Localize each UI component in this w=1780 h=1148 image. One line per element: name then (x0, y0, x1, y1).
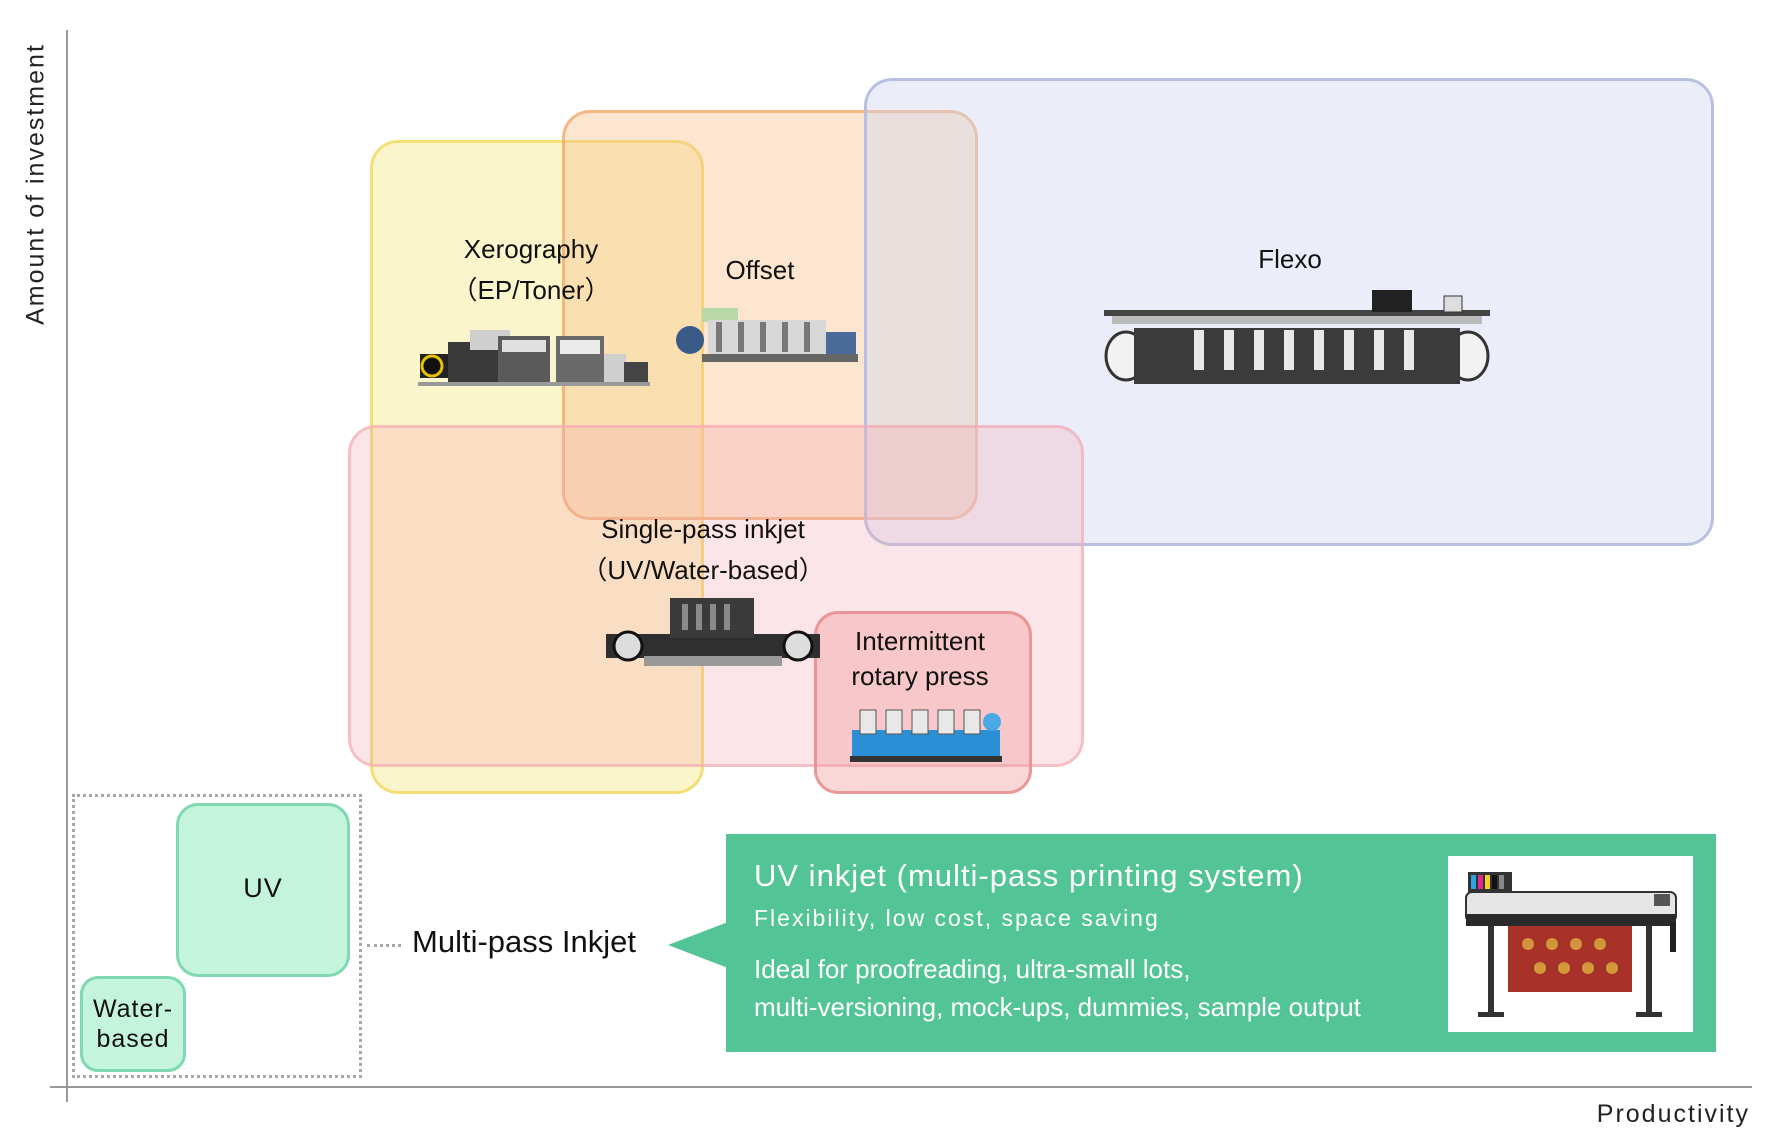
callout-desc-line2: multi-versioning, mock-ups, dummies, sam… (754, 992, 1361, 1022)
rotary-press-icon (850, 709, 1002, 762)
y-axis-label: Amount of investment (21, 43, 50, 325)
dotted-connector (367, 944, 401, 947)
intermittent-title-line2: rotary press (851, 661, 989, 691)
intermittent-label: Intermittent rotary press (830, 624, 1010, 694)
callout-description: Ideal for proofreading, ultra-small lots… (754, 950, 1361, 1026)
region-single-pass-inkjet (348, 425, 1084, 767)
xerography-label: Xerography （EP/Toner） (414, 229, 648, 311)
x-axis-line (50, 1086, 1752, 1088)
multi-pass-inkjet-label: Multi-pass Inkjet (412, 924, 636, 959)
y-axis-line (66, 30, 68, 1102)
single-pass-inkjet-icon (606, 598, 820, 666)
single-pass-label: Single-pass inkjet （UV/Water-based） (560, 509, 846, 591)
region-offset (562, 110, 978, 520)
digital-press-icon (418, 330, 650, 386)
xerography-title: Xerography (463, 234, 599, 264)
callout-desc-line1: Ideal for proofreading, ultra-small lots… (754, 954, 1191, 984)
water-based-line1: Water- (92, 995, 174, 1023)
region-xerography (370, 140, 704, 794)
xerography-subtitle: （EP/Toner） (451, 275, 611, 305)
callout-subtitle: Flexibility, low cost, space saving (754, 905, 1160, 931)
uv-box (176, 803, 350, 977)
uv-label: UV (243, 873, 283, 903)
callout-pointer (668, 922, 728, 968)
region-intermittent-rotary-press (814, 611, 1032, 794)
water-based-box (80, 976, 186, 1072)
offset-press-icon (676, 308, 858, 362)
x-axis-label: Productivity (1596, 1100, 1750, 1128)
single-pass-title: Single-pass inkjet (601, 514, 805, 544)
water-based-line2: based (96, 1025, 170, 1053)
printer-photo-frame (1448, 856, 1693, 1032)
wide-format-printer-icon (1465, 872, 1677, 1017)
flexo-press-icon (1104, 290, 1490, 384)
flexo-label: Flexo (1258, 244, 1322, 274)
water-based-label: Water- based (80, 994, 186, 1054)
offset-label: Offset (725, 255, 795, 285)
callout-title: UV inkjet (multi-pass printing system) (754, 858, 1304, 893)
single-pass-subtitle: （UV/Water-based） (581, 555, 825, 585)
multi-pass-group (72, 794, 362, 1078)
intermittent-title-line1: Intermittent (854, 626, 986, 656)
